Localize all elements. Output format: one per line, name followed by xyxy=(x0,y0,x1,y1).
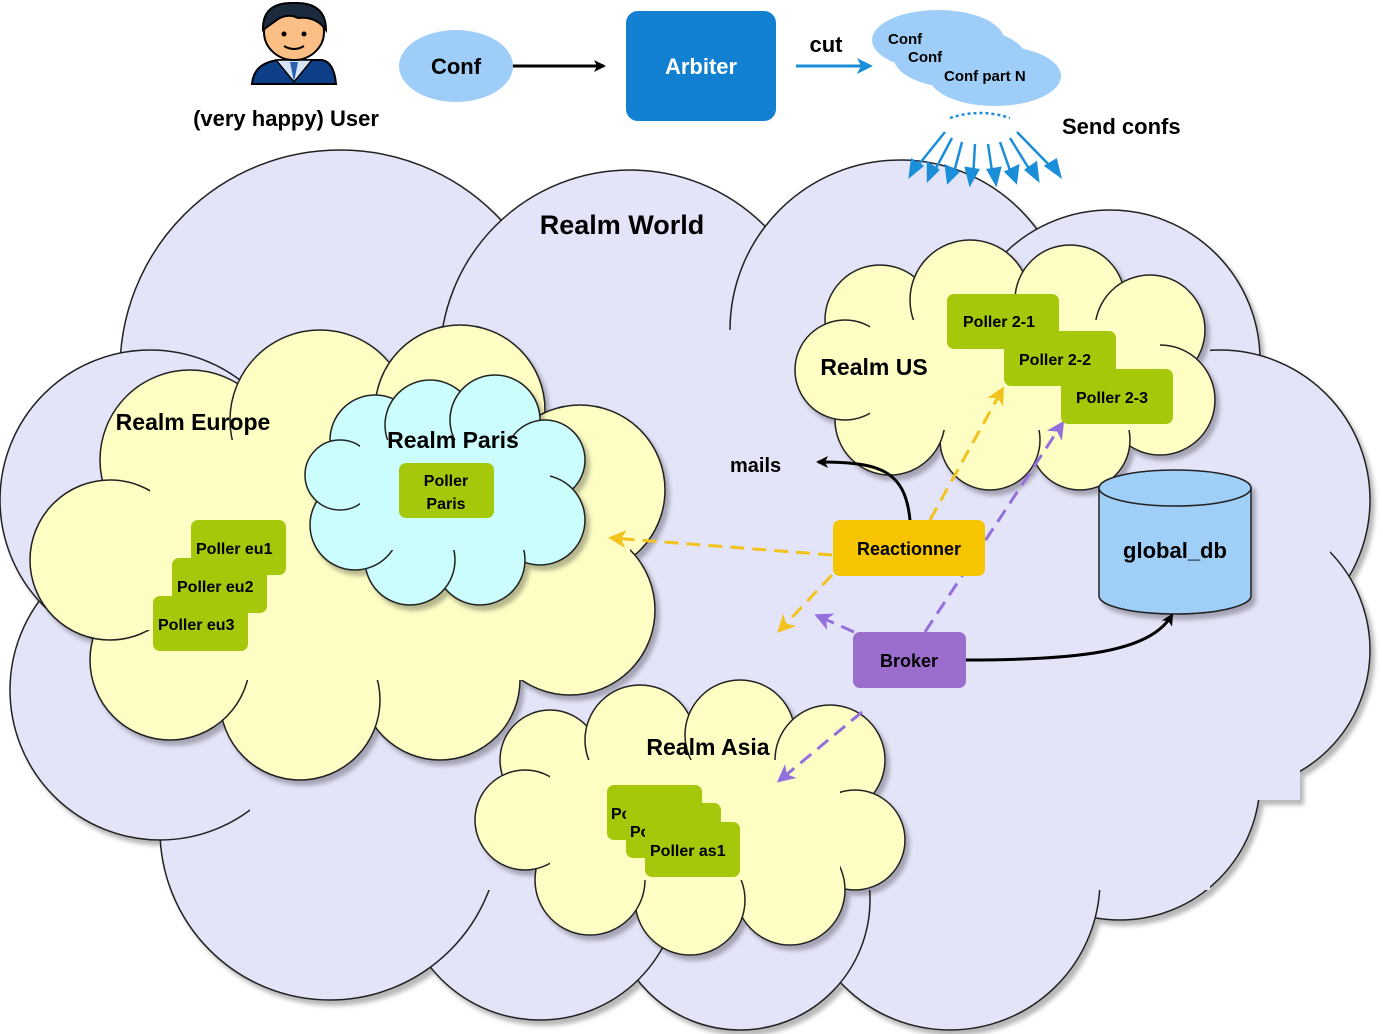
realm-asia-label: Realm Asia xyxy=(646,734,769,760)
global-db-cylinder xyxy=(1098,469,1252,615)
poller-2-1-label: Poller 2-1 xyxy=(963,314,1035,331)
conf-ellipse xyxy=(399,30,513,102)
poller-asia-stack: Po Po Poller as1 xyxy=(607,785,740,877)
poller-us-stack: Poller 2-1 Poller 2-2 Poller 2-3 xyxy=(947,294,1173,424)
arbiter-label: Arbiter xyxy=(665,54,738,79)
mails-arrow xyxy=(816,456,912,521)
realm-us-label: Realm US xyxy=(820,354,927,380)
send-confs-label: Send confs xyxy=(1062,114,1181,139)
poller-as1-label: Poller as1 xyxy=(650,843,726,860)
mails-label: mails xyxy=(730,455,781,477)
send-confs-burst-icon xyxy=(908,111,1063,188)
arbiter-box xyxy=(626,11,776,121)
poller-eu3-label: Poller eu3 xyxy=(158,617,235,634)
reactionner-box: Reactionner xyxy=(833,520,985,576)
poller-paris-line2: Paris xyxy=(426,496,465,513)
realm-europe-label: Realm Europe xyxy=(116,409,271,435)
poller-2-2-label: Poller 2-2 xyxy=(1019,352,1091,369)
poller-2-3-label: Poller 2-3 xyxy=(1076,390,1148,407)
broker-label: Broker xyxy=(880,651,938,671)
user-label: (very happy) User xyxy=(193,106,379,131)
poller-eu1-label: Poller eu1 xyxy=(196,541,273,558)
poller-eu2-label: Poller eu2 xyxy=(177,579,254,596)
reactionner-label: Reactionner xyxy=(857,539,961,559)
poller-paris-line1: Poller xyxy=(424,473,468,490)
conf-part-n-label: Conf part N xyxy=(944,68,1026,85)
user-avatar-icon xyxy=(250,1,338,85)
realm-paris-label: Realm Paris xyxy=(387,427,519,453)
realm-world-label: Realm World xyxy=(540,210,705,240)
reactionner-arrows xyxy=(608,386,1004,633)
conf-parts: Conf Conf Conf part N xyxy=(872,10,1061,106)
broker-box: Broker xyxy=(853,632,966,688)
broker-db-arrow xyxy=(965,613,1174,662)
realm-paris-cloud xyxy=(304,374,586,606)
conf-part-2-label: Conf xyxy=(908,49,943,66)
conf-label: Conf xyxy=(431,54,482,79)
poller-europe-stack: Poller eu1 Poller eu2 Poller eu3 xyxy=(153,520,286,651)
poller-paris: Poller Paris xyxy=(399,463,494,518)
conf-part-1-label: Conf xyxy=(888,31,923,48)
db-label: global_db xyxy=(1123,538,1227,563)
broker-arrows xyxy=(776,420,1065,783)
cut-label: cut xyxy=(810,32,844,57)
